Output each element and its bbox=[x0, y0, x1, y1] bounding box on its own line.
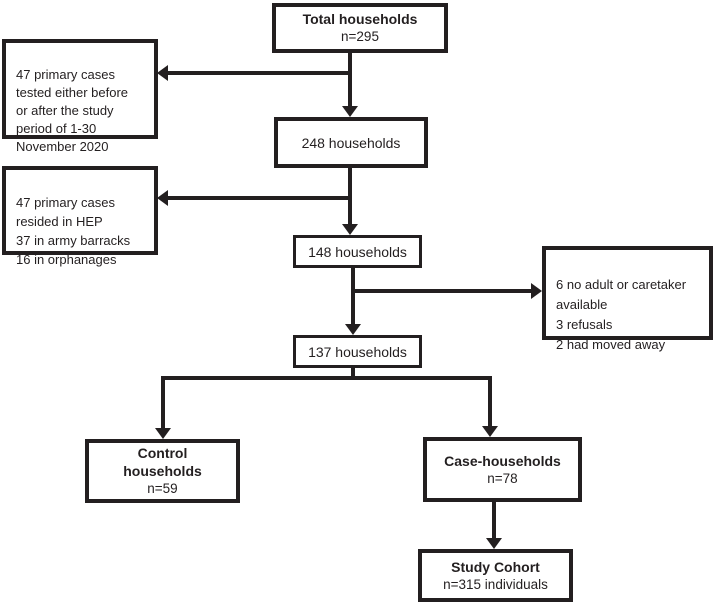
exclusion-hep-text: 47 primary cases resided in HEP 37 in ar… bbox=[16, 195, 131, 267]
arrowhead-left-icon bbox=[157, 65, 168, 81]
study-cohort-count: n=315 individuals bbox=[443, 576, 548, 592]
connector-137-stub bbox=[351, 368, 355, 380]
connector-split-to-control bbox=[161, 376, 165, 428]
arrowhead-down-icon bbox=[482, 426, 498, 437]
arrowhead-down-icon bbox=[345, 324, 361, 335]
arrowhead-right-icon bbox=[531, 283, 542, 299]
total-households-box: Total households n=295 bbox=[272, 3, 448, 53]
control-households-count: n=59 bbox=[147, 481, 178, 496]
arrowhead-down-icon bbox=[155, 428, 171, 439]
total-households-title: Total households bbox=[302, 11, 418, 27]
exclusion-unavailable-box: 6 no adult or caretaker available 3 refu… bbox=[542, 246, 713, 352]
households-137-box: 137 households bbox=[293, 335, 422, 368]
connector-branch-excl2 bbox=[168, 196, 352, 200]
connector-split-to-case bbox=[488, 376, 492, 426]
arrowhead-down-icon bbox=[486, 538, 502, 549]
control-households-box: Control households n=59 bbox=[85, 439, 240, 503]
arrowhead-down-icon bbox=[342, 224, 358, 235]
exclusion-unavailable-text: 6 no adult or caretaker available 3 refu… bbox=[556, 277, 687, 352]
study-cohort-box: Study Cohort n=315 individuals bbox=[418, 549, 573, 602]
connector-total-to-248 bbox=[348, 53, 352, 107]
exclusion-tested-outside-text: 47 primary cases tested either before or… bbox=[16, 67, 129, 154]
arrowhead-down-icon bbox=[342, 106, 358, 117]
control-households-title: Control households bbox=[123, 445, 202, 479]
case-households-count: n=78 bbox=[487, 470, 518, 486]
exclusion-hep-box: 47 primary cases resided in HEP 37 in ar… bbox=[2, 166, 158, 267]
arrowhead-left-icon bbox=[157, 190, 168, 206]
households-137-text: 137 households bbox=[308, 343, 407, 360]
households-148-text: 148 households bbox=[308, 243, 407, 260]
households-248-text: 248 households bbox=[301, 134, 401, 151]
total-households-count: n=295 bbox=[341, 29, 379, 44]
exclusion-tested-outside-box: 47 primary cases tested either before or… bbox=[2, 39, 158, 154]
connector-branch-excl1 bbox=[168, 71, 352, 75]
study-cohort-title: Study Cohort bbox=[451, 558, 540, 575]
case-households-title: Case-households bbox=[444, 452, 561, 469]
connector-148-to-137 bbox=[351, 268, 355, 325]
connector-split-horizontal bbox=[161, 376, 492, 380]
case-households-box: Case-households n=78 bbox=[423, 437, 582, 502]
connector-case-to-cohort bbox=[492, 502, 496, 538]
households-248-box: 248 households bbox=[274, 117, 428, 168]
households-148-box: 148 households bbox=[293, 235, 422, 268]
connector-branch-excl3 bbox=[353, 289, 531, 293]
